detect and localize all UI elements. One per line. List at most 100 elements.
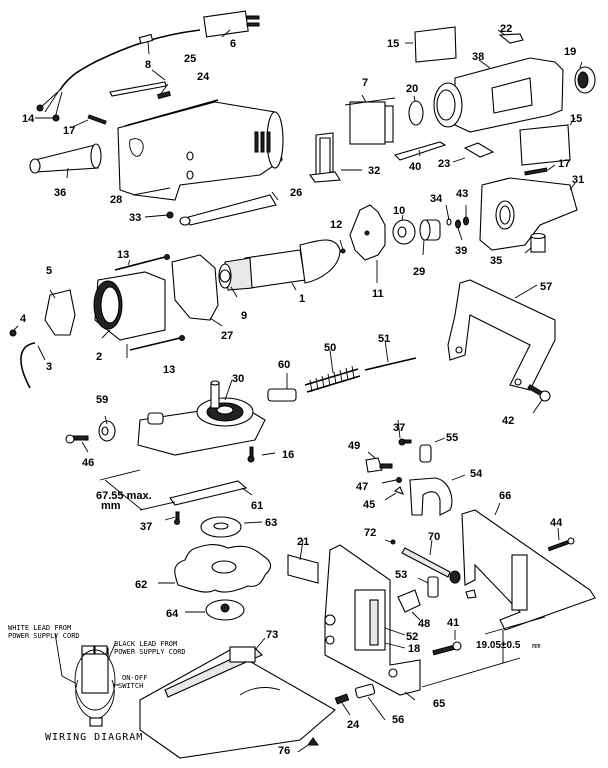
wiring-switch-line2: SWITCH — [118, 682, 143, 690]
label-38: 38 — [472, 51, 484, 63]
handle-57 — [447, 279, 556, 391]
label-21: 21 — [297, 536, 309, 548]
screw-42 — [527, 384, 551, 402]
label-37-lower: 37 — [140, 521, 152, 533]
label-34: 34 — [430, 193, 443, 205]
label-49: 49 — [348, 440, 360, 452]
label-15-top — [414, 26, 457, 63]
label-42: 42 — [502, 415, 514, 427]
knob-48 — [397, 589, 421, 613]
label-7: 7 — [362, 77, 368, 89]
front-housing-65 — [324, 544, 421, 696]
label-39: 39 — [455, 245, 467, 257]
label-76: 76 — [278, 745, 290, 757]
wiring-switch-line1: ON-OFF — [122, 674, 147, 682]
label-13-bottom: 13 — [163, 364, 175, 376]
label-59: 59 — [96, 394, 108, 406]
label-14: 14 — [22, 113, 35, 125]
gear-housing-38 — [433, 57, 564, 133]
label-55: 55 — [446, 432, 458, 444]
power-cord — [39, 29, 201, 119]
bushing-35 — [530, 232, 546, 253]
label-17-left: 17 — [63, 125, 75, 137]
label-41: 41 — [447, 617, 459, 629]
blade-62 — [174, 544, 272, 593]
label-36: 36 — [54, 187, 66, 199]
label-31: 31 — [572, 174, 584, 186]
part-labels: 6 8 25 24 14 17 36 28 33 26 32 7 20 40 2… — [20, 23, 584, 757]
rod-51 — [364, 357, 417, 371]
dimension-19-05-value: 19.05±0.5 — [476, 640, 521, 651]
label-9: 9 — [241, 310, 247, 322]
label-12: 12 — [330, 219, 342, 231]
bolt-13-bottom-head — [179, 335, 185, 341]
label-44: 44 — [550, 517, 563, 529]
label-6: 6 — [230, 38, 236, 50]
label-29: 29 — [413, 266, 425, 278]
bracket-32 — [309, 132, 341, 183]
baffle-plate-27 — [171, 254, 219, 321]
label-40: 40 — [409, 161, 421, 173]
nut-43 — [463, 216, 469, 226]
label-13-top: 13 — [117, 249, 129, 261]
screw-41 — [432, 641, 462, 656]
washer-47 — [396, 477, 402, 483]
label-35: 35 — [490, 255, 502, 267]
motor-housing-28 — [117, 99, 284, 201]
field-2 — [93, 271, 166, 341]
label-26: 26 — [290, 187, 302, 199]
label-50: 50 — [324, 342, 336, 354]
label-48: 48 — [418, 618, 430, 630]
label-66: 66 — [499, 490, 511, 502]
label-10: 10 — [393, 205, 405, 217]
knob-49 — [365, 457, 393, 473]
bearing-10 — [392, 219, 416, 245]
label-3: 3 — [46, 361, 52, 373]
label-5: 5 — [46, 265, 52, 277]
adjust-screw-70 — [401, 547, 461, 584]
label-70: 70 — [428, 531, 440, 543]
screw-37-upper — [398, 438, 412, 446]
bolt-13-bottom — [129, 337, 181, 351]
label-61: 61 — [251, 500, 263, 512]
pin-72 — [390, 539, 396, 545]
small-part — [465, 589, 477, 599]
label-46: 46 — [82, 457, 94, 469]
label-15-top: 15 — [387, 38, 399, 50]
label-62: 62 — [135, 579, 147, 591]
bearing-19 — [574, 66, 596, 94]
label-60: 60 — [278, 359, 290, 371]
pin-60 — [267, 388, 297, 402]
flange-64 — [205, 599, 245, 621]
wiring-diagram — [54, 632, 119, 727]
spring-50 — [304, 365, 361, 393]
screw-76 — [307, 737, 319, 746]
label-23: 23 — [438, 158, 450, 170]
label-22: 22 — [500, 23, 512, 35]
screw-24-top — [157, 90, 171, 100]
armature-1 — [218, 239, 341, 291]
wiring-black-lead-line2: POWER SUPPLY CORD — [114, 648, 186, 656]
bolt-13-top-head — [164, 254, 170, 260]
bolt-13-top — [114, 256, 166, 271]
latch-56 — [354, 683, 376, 699]
label-24-top: 24 — [197, 71, 210, 83]
label-65: 65 — [433, 698, 445, 710]
label-16: 16 — [282, 449, 294, 461]
label-47: 47 — [356, 481, 368, 493]
washer-39 — [455, 219, 461, 229]
screw-44 — [547, 537, 575, 552]
dimension-67-55 — [99, 469, 176, 511]
label-32: 32 — [368, 165, 380, 177]
label-63: 63 — [265, 517, 277, 529]
label-8: 8 — [145, 59, 151, 71]
switch-lever-40 — [393, 141, 447, 161]
label-52: 52 — [406, 631, 418, 643]
screw-4 — [9, 329, 17, 337]
terminal-14a — [36, 104, 44, 112]
label-18: 18 — [408, 643, 420, 655]
strain-relief-36 — [29, 143, 102, 174]
label-15-right: 15 — [570, 113, 582, 125]
wiring-white-lead-line1: WHITE LEAD FROM — [8, 624, 71, 632]
label-27: 27 — [221, 330, 233, 342]
